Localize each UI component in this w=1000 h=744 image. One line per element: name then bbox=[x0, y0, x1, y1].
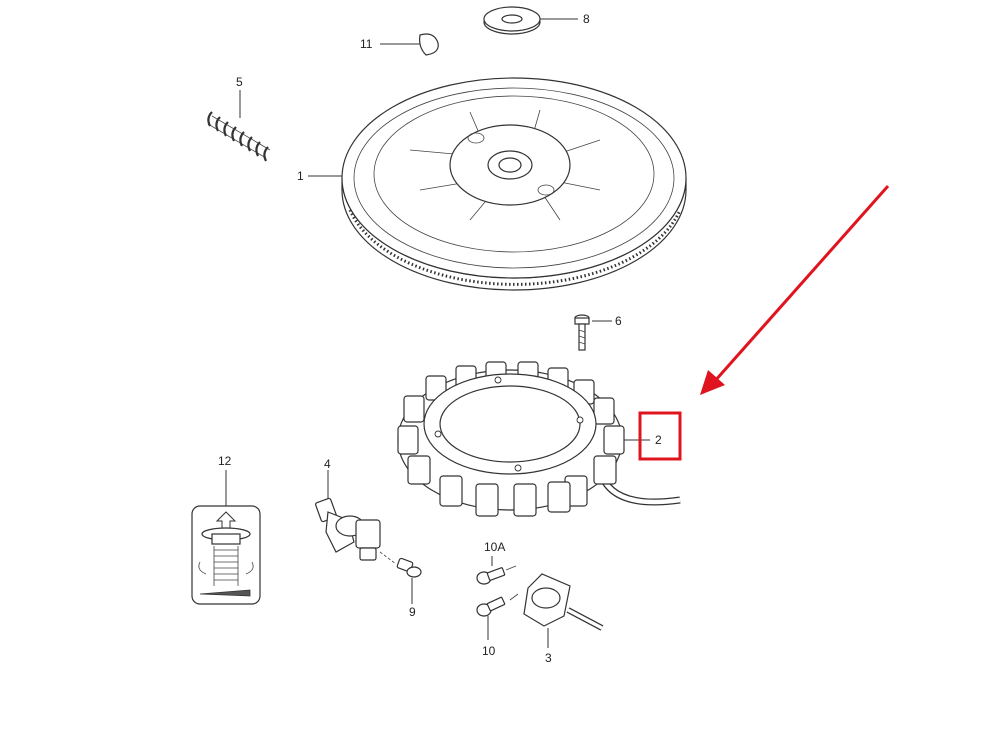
part-11-key[interactable] bbox=[419, 33, 439, 56]
part-12-thread-lock-icon[interactable] bbox=[191, 505, 261, 605]
part-3-pulser-coil[interactable] bbox=[523, 573, 604, 631]
screw-guide-lines bbox=[505, 565, 519, 601]
part-5-spring[interactable] bbox=[207, 111, 271, 162]
callout-11: 11 bbox=[360, 37, 373, 51]
part-1-flywheel[interactable] bbox=[341, 77, 687, 291]
callout-12: 12 bbox=[218, 454, 232, 468]
part-4-sensor[interactable] bbox=[315, 497, 381, 561]
callout-10a: 10A bbox=[484, 540, 505, 554]
callout-6: 6 bbox=[615, 314, 622, 328]
callout-9: 9 bbox=[409, 605, 416, 619]
part-10a-screw[interactable] bbox=[476, 567, 506, 585]
part-9-screw[interactable] bbox=[379, 551, 422, 578]
part-10-screw[interactable] bbox=[476, 596, 506, 617]
callout-10: 10 bbox=[482, 644, 496, 658]
highlight-box bbox=[638, 411, 682, 461]
part-2-stator[interactable] bbox=[397, 361, 681, 517]
callout-5: 5 bbox=[236, 75, 243, 89]
callout-3: 3 bbox=[545, 651, 552, 665]
part-8-washer[interactable] bbox=[483, 6, 541, 35]
red-arrow-icon bbox=[700, 185, 890, 395]
part-6-bolt[interactable] bbox=[574, 314, 590, 351]
callout-2: 2 bbox=[655, 433, 662, 447]
callout-4: 4 bbox=[324, 457, 331, 471]
callout-8: 8 bbox=[583, 12, 590, 26]
callout-1: 1 bbox=[297, 169, 304, 183]
